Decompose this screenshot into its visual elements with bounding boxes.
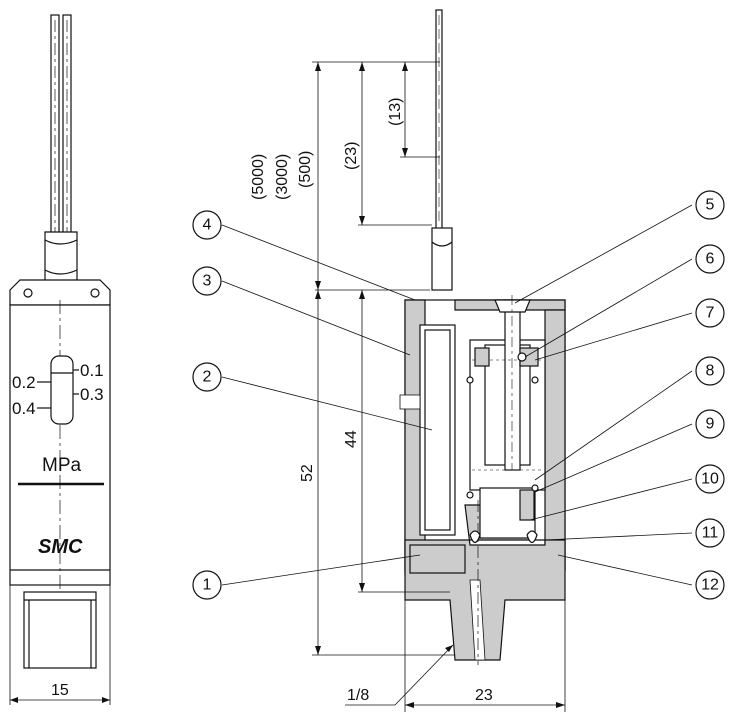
callout-2: 2 xyxy=(203,369,212,386)
unit-label: MPa xyxy=(42,455,82,476)
callout-7: 7 xyxy=(706,305,715,322)
front-view xyxy=(9,14,111,705)
dim-23-vertical: (23) xyxy=(343,142,360,170)
callout-1: 1 xyxy=(203,577,212,594)
dim-arrowheads xyxy=(315,62,565,708)
front-port xyxy=(23,591,97,669)
dim-44: 44 xyxy=(343,430,360,448)
callout-4: 4 xyxy=(203,217,212,234)
callout-10: 10 xyxy=(701,471,719,488)
callout-9: 9 xyxy=(706,416,715,433)
callout-6: 6 xyxy=(706,251,715,268)
scale-label-01: 0.1 xyxy=(80,361,104,380)
dim-23-width: 23 xyxy=(475,687,493,704)
callout-circles xyxy=(192,190,725,600)
callout-leaders xyxy=(221,204,693,586)
callout-8: 8 xyxy=(706,363,715,380)
scale-label-02: 0.2 xyxy=(12,373,36,392)
smc-logo: SMC xyxy=(38,536,83,558)
callout-5: 5 xyxy=(706,197,715,214)
dim-13: (13) xyxy=(387,98,404,126)
scale-label-03: 0.3 xyxy=(80,385,104,404)
scale-window xyxy=(50,355,74,425)
callout-11: 11 xyxy=(702,525,719,542)
front-width-dim: 15 xyxy=(51,682,69,699)
dim-3000: (3000) xyxy=(274,154,291,200)
section-view xyxy=(399,9,566,665)
lead-wires xyxy=(44,14,78,286)
dim-500: (500) xyxy=(297,151,314,188)
callout-12: 12 xyxy=(701,577,719,594)
dim-port-size: 1/8 xyxy=(347,687,369,704)
section-dimensions xyxy=(312,61,566,712)
dim-5000: (5000) xyxy=(250,154,267,200)
scale-label-04: 0.4 xyxy=(12,399,36,418)
callout-3: 3 xyxy=(203,273,212,290)
dim-52: 52 xyxy=(299,464,316,482)
